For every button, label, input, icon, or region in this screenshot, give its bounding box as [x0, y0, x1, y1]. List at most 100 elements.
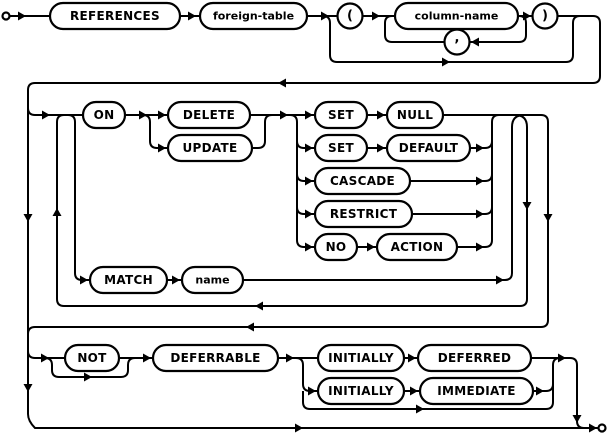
- node-on-label: ON: [94, 108, 115, 122]
- rail-paren-bypass: [322, 15, 581, 63]
- rail-action-branch-vertical: [289, 114, 315, 248]
- arrowhead: [41, 353, 49, 363]
- node-deferrable-box: [151, 343, 280, 373]
- rail-comma-loop-left: [384, 15, 445, 43]
- node-restrict-label: RESTRICT: [330, 207, 398, 221]
- node-set-b: SET: [313, 133, 369, 163]
- arrowhead: [286, 353, 294, 363]
- rail-immediate-merge: [533, 383, 554, 392]
- node-match-label: MATCH: [104, 273, 153, 287]
- node-on-box: [81, 100, 127, 130]
- node-immediate-box: [418, 376, 535, 406]
- arrowhead: [18, 11, 26, 21]
- node-immediate: IMMEDIATE: [418, 376, 535, 406]
- node-comma-label: ,: [455, 31, 460, 46]
- rails: [9, 15, 601, 429]
- arrowheads: [18, 11, 597, 433]
- node-foreign-table-label: foreign-table: [213, 10, 294, 23]
- node-delete-box: [166, 100, 252, 130]
- node-action-label: ACTION: [391, 240, 444, 254]
- node-initially-a-box: [316, 343, 406, 373]
- node-initially-b: INITIALLY: [316, 376, 406, 406]
- arrowhead: [558, 353, 566, 363]
- node-initially-a: INITIALLY: [316, 343, 406, 373]
- arrowhead: [84, 372, 92, 382]
- arrowhead: [42, 110, 50, 120]
- arrowhead: [410, 386, 418, 396]
- arrowhead: [476, 242, 484, 252]
- node-delete: DELETE: [166, 100, 252, 130]
- node-deferred-box: [416, 343, 533, 373]
- arrowhead: [172, 275, 180, 285]
- node-set-b-label: SET: [328, 141, 354, 155]
- node-on: ON: [81, 100, 127, 130]
- node-column-name: column-name: [393, 1, 520, 31]
- rail-deferrable-bypass: [302, 357, 561, 410]
- arrowhead: [158, 110, 166, 120]
- arrowhead: [23, 214, 33, 222]
- node-open-paren-box: [336, 2, 364, 30]
- arrowhead: [589, 423, 597, 433]
- arrowhead: [158, 143, 166, 153]
- node-update-box: [166, 133, 254, 163]
- rail-name-out-up: [243, 114, 525, 281]
- node-set-a: SET: [313, 100, 369, 130]
- node-name: name: [180, 265, 245, 295]
- rail-not-entry: [27, 350, 65, 359]
- rail-match-branch: [67, 114, 90, 281]
- node-initially-b-box: [316, 376, 406, 406]
- node-open-paren: (: [336, 2, 364, 30]
- node-foreign-table: foreign-table: [198, 1, 309, 31]
- node-set-a-label: SET: [328, 108, 354, 122]
- arrowhead: [476, 209, 484, 219]
- arrowhead: [188, 11, 196, 21]
- node-deferrable-label: DEFERRABLE: [170, 351, 260, 365]
- node-close-paren-box: [531, 2, 559, 30]
- arrowhead: [416, 404, 424, 414]
- arrowhead: [52, 208, 62, 216]
- start-terminal-icon: [1, 11, 11, 21]
- node-set-a-box: [313, 100, 369, 130]
- node-delete-label: DELETE: [183, 108, 235, 122]
- node-no-label: NO: [326, 240, 347, 254]
- node-initially-a-label: INITIALLY: [328, 351, 394, 365]
- node-column-name-label: column-name: [415, 10, 499, 23]
- arrowhead: [536, 386, 544, 396]
- rail-top-return-and-left-spine: [27, 15, 601, 429]
- node-restrict: RESTRICT: [313, 199, 414, 229]
- node-update: UPDATE: [166, 133, 254, 163]
- node-not-box: [63, 343, 121, 373]
- arrowhead: [80, 275, 88, 285]
- arrowhead: [143, 353, 151, 363]
- rail-update-branch: [142, 114, 168, 149]
- node-deferrable: DEFERRABLE: [151, 343, 280, 373]
- node-no: NO: [313, 232, 359, 262]
- arrowhead: [139, 110, 147, 120]
- node-default-box: [385, 133, 472, 163]
- rail-branch-restrict: [296, 200, 315, 215]
- node-foreign-table-box: [198, 1, 309, 31]
- node-not: NOT: [63, 343, 121, 373]
- rail-final-down: [531, 357, 585, 429]
- nodes: REFERENCES foreign-table ( column-name ,…: [48, 1, 559, 406]
- arrowhead: [476, 176, 484, 186]
- arrowhead: [543, 214, 553, 222]
- arrowhead: [305, 176, 313, 186]
- arrowhead: [367, 242, 375, 252]
- arrowhead: [255, 301, 263, 311]
- arrowhead: [377, 143, 385, 153]
- node-deferred-label: DEFERRED: [438, 351, 512, 365]
- node-default: DEFAULT: [385, 133, 472, 163]
- node-references: REFERENCES: [48, 1, 182, 31]
- node-match: MATCH: [88, 265, 169, 295]
- arrowhead: [246, 322, 254, 332]
- node-name-label: name: [195, 274, 229, 287]
- node-open-paren-label: (: [347, 9, 353, 24]
- rail-repeat-loopback: [56, 114, 528, 307]
- node-action-box: [375, 232, 459, 262]
- rail-initially2-branch: [295, 357, 318, 392]
- rail-noaction-out: [457, 239, 493, 248]
- node-deferred: DEFERRED: [416, 343, 533, 373]
